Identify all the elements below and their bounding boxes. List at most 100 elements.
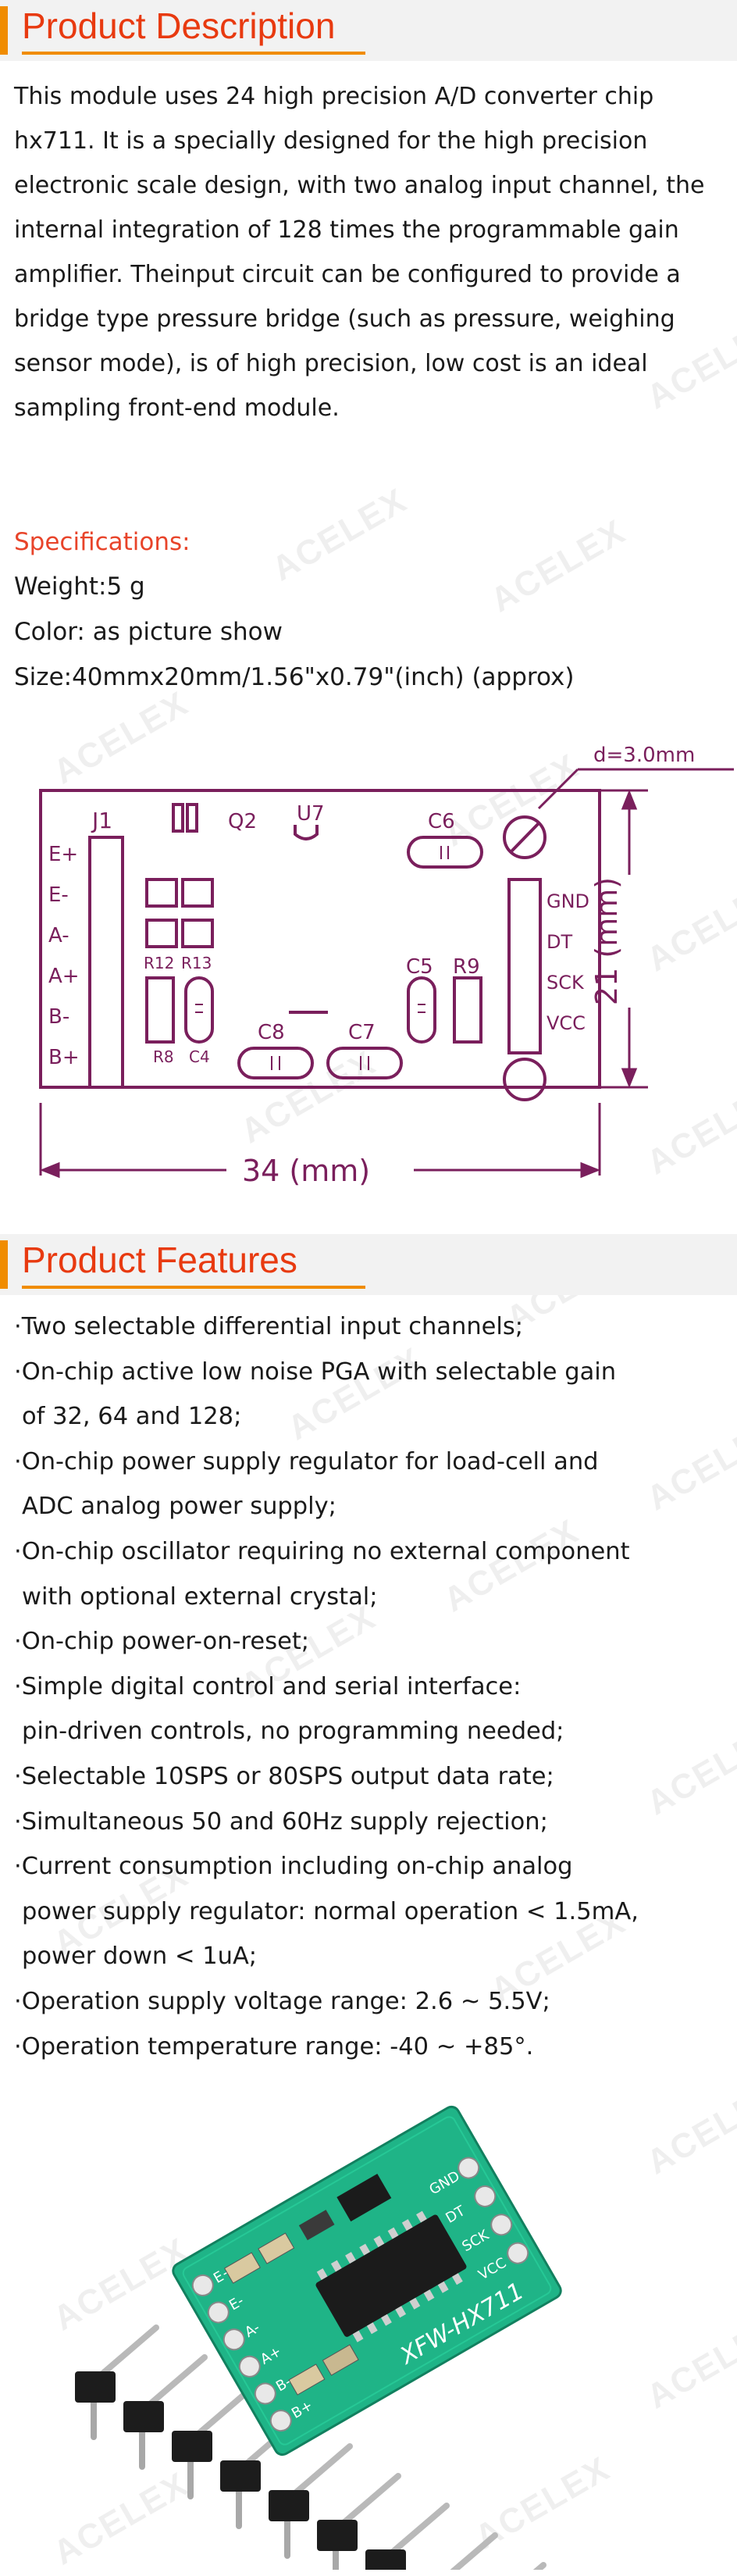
hx711-chip — [315, 2210, 467, 2342]
label-c4: C4 — [189, 1047, 210, 1066]
width-label: 34 (mm) — [242, 1154, 370, 1187]
feature-item: ·Current consumption including on-chip a… — [14, 1853, 573, 1881]
feature-item-continuation: pin-driven controls, no programming need… — [22, 1718, 564, 1746]
chip-leg — [437, 2281, 449, 2293]
label-c8: C8 — [258, 1021, 285, 1044]
pcb-pad — [507, 2242, 529, 2264]
hole-diameter-label: d=3.0mm — [593, 744, 695, 767]
header-pin — [365, 2503, 450, 2570]
feature-item: ·On-chip oscillator requiring no externa… — [14, 1537, 630, 1565]
right-pin-header — [507, 878, 542, 1054]
header-pin — [75, 2324, 159, 2440]
chip-leg — [409, 2297, 421, 2310]
height-label: 21 (mm) — [589, 877, 624, 1005]
diagram-right-pin-label: VCC — [547, 1012, 586, 1034]
chip-leg — [452, 2273, 463, 2285]
feature-item-continuation: power down < 1uA; — [22, 1943, 258, 1971]
watermark-text: ACELEX — [265, 480, 414, 589]
feature-item: ·On-chip power supply regulator for load… — [14, 1447, 599, 1475]
feature-item: ·On-chip active low noise PGA with selec… — [14, 1358, 617, 1386]
header-pin — [450, 2532, 498, 2570]
diagram-left-pin-label: E+ — [48, 843, 78, 866]
spec-size: Size:40mmx20mm/1.56"x0.79"(inch) (approx… — [14, 663, 575, 691]
label-u7: U7 — [297, 802, 325, 826]
label-j1: J1 — [91, 808, 112, 833]
u7-part — [294, 825, 319, 840]
pin-header — [75, 2324, 547, 2570]
chip-leg — [381, 2314, 392, 2326]
label-c7: C7 — [348, 1021, 376, 1044]
features-list: ·Two selectable differential input chann… — [14, 1304, 725, 2069]
spec-color: Color: as picture show — [14, 618, 283, 646]
label-r13: R13 — [181, 954, 212, 972]
pcb-pad — [191, 2274, 214, 2296]
header-pin — [532, 2562, 547, 2570]
header-underline — [22, 1286, 365, 1289]
diagram-left-pin-label: B- — [48, 1005, 69, 1029]
feature-item-continuation: of 32, 64 and 128; — [22, 1403, 242, 1431]
header-accent-bar — [0, 6, 8, 55]
header-underline — [22, 52, 365, 55]
feature-item-continuation: ADC analog power supply; — [22, 1493, 336, 1521]
q2-part — [172, 803, 184, 833]
diagram-left-pin-label: B+ — [48, 1046, 80, 1069]
pcb-pad — [269, 2410, 292, 2432]
mount-hole-bottom — [503, 1058, 547, 1101]
pcb-pad — [207, 2301, 230, 2324]
board-outline — [39, 789, 601, 1089]
c5-part — [407, 976, 436, 1044]
r8-part — [145, 976, 175, 1044]
description-header: Product Description — [0, 0, 737, 61]
j1-header — [88, 836, 124, 1089]
feature-item: ·On-chip power-on-reset; — [14, 1628, 310, 1656]
label-r8: R8 — [153, 1047, 174, 1066]
feature-item: ·Two selectable differential input chann… — [14, 1313, 524, 1340]
mount-hole-top — [503, 815, 547, 859]
feature-item-continuation: with optional external crystal; — [22, 1582, 378, 1611]
pcb-pad — [223, 2328, 245, 2351]
diagram-left-pin-label: E- — [48, 883, 69, 907]
c8-part — [237, 1047, 314, 1079]
label-r9: R9 — [453, 955, 480, 979]
label-c6: C6 — [428, 810, 455, 833]
header-accent-bar — [0, 1240, 8, 1289]
spec-weight: Weight:5 g — [14, 573, 145, 601]
label-q2: Q2 — [228, 810, 257, 833]
feature-item: ·Selectable 10SPS or 80SPS output data r… — [14, 1762, 554, 1790]
pcb-pad — [490, 2214, 513, 2236]
c7-part — [326, 1047, 403, 1079]
features-title: Product Features — [22, 1240, 297, 1280]
chip-leg — [416, 2210, 427, 2223]
watermark-text: ACELEX — [484, 512, 632, 620]
feature-item: ·Operation supply voltage range: 2.6 ~ 5… — [14, 1987, 550, 2015]
r9-part — [453, 976, 482, 1044]
chip-leg — [366, 2322, 378, 2335]
chip-leg — [395, 2306, 407, 2318]
diagram-left-pin-label: A- — [48, 924, 69, 947]
feature-item: ·Simultaneous 50 and 60Hz supply rejecti… — [14, 1807, 548, 1836]
diagram-right-pin-label: GND — [547, 890, 589, 912]
description-title: Product Description — [22, 5, 336, 46]
features-header: Product Features — [0, 1234, 737, 1295]
pcb-pad — [458, 2157, 480, 2179]
specifications-title: Specifications: — [14, 528, 190, 556]
chip-leg — [345, 2252, 356, 2264]
label-r12: R12 — [144, 954, 174, 972]
feature-item-continuation: power supply regulator: normal operation… — [22, 1897, 639, 1925]
header-pin — [123, 2354, 208, 2470]
chip-leg — [330, 2260, 342, 2272]
diagram-left-pin-label: A+ — [48, 965, 80, 988]
label-c5: C5 — [406, 955, 433, 979]
diagram-right-pin-label: SCK — [547, 972, 585, 994]
c4-part — [184, 976, 214, 1044]
chip-leg — [423, 2289, 435, 2302]
r13-part — [145, 919, 178, 948]
header-pin — [317, 2473, 401, 2570]
chip-leg — [359, 2243, 371, 2256]
description-text: This module uses 24 high precision A/D c… — [14, 83, 705, 422]
chip-leg — [352, 2330, 364, 2342]
diagram-right-pin-label: DT — [547, 931, 572, 953]
chip-leg — [401, 2219, 413, 2232]
feature-item: ·Simple digital control and serial inter… — [14, 1672, 522, 1700]
